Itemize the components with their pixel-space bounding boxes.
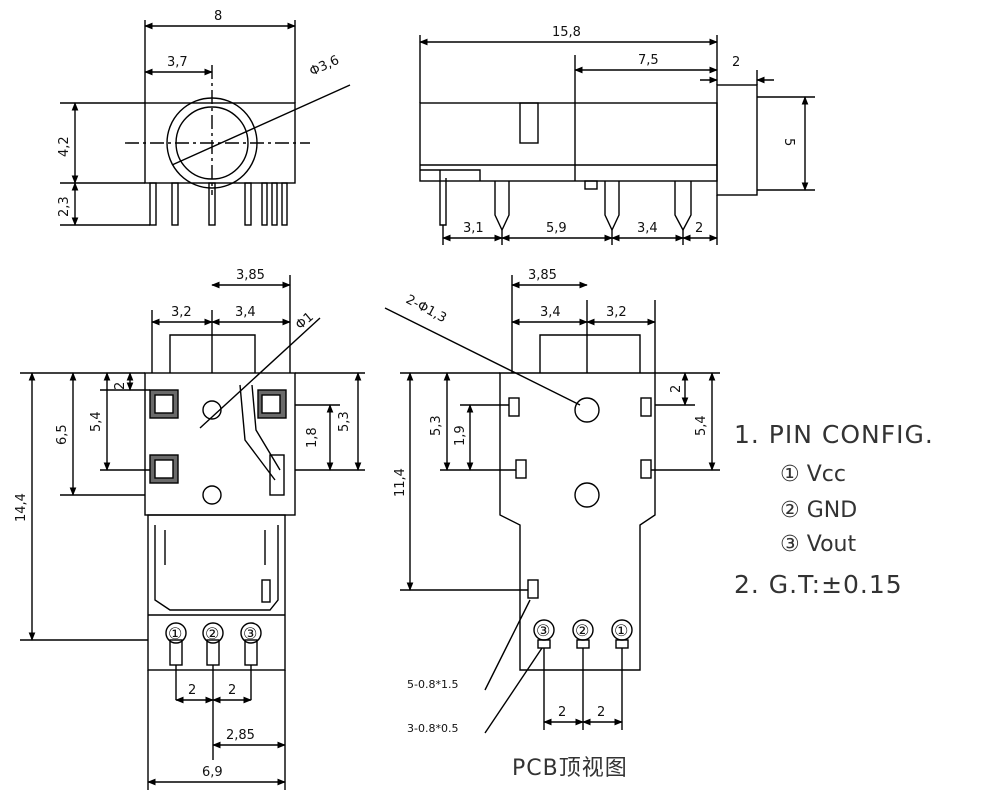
dim-br-long-pitch: 11,4	[393, 468, 408, 497]
dim-br-left-pitch: 5,3	[429, 415, 444, 436]
dim-flange-thickness: 2	[732, 55, 740, 70]
dim-bl-span-b: 3,4	[235, 305, 256, 320]
dim-br-bottom-pitch-1: 2	[558, 705, 566, 720]
pin-marker-left-2: ②	[205, 624, 219, 643]
dim-flange-height: 5	[781, 138, 796, 146]
pin-marker-right-1: ①	[614, 621, 628, 640]
dim-bl-bottom-width: 6,9	[202, 765, 223, 780]
dim-pin-pitch-1: 3,1	[463, 221, 484, 236]
dimension-labels: 8 3,7 Φ3,6 4,2 2,3 15,8 7,5 2 5 3,1 5,9 …	[14, 9, 796, 780]
pcb-top-view	[384, 275, 720, 734]
pin-name-vcc: Vcc	[806, 462, 846, 487]
note-pin-config-heading: 1. PIN CONFIG.	[734, 420, 934, 449]
dim-br-bottom-pitch-2: 2	[597, 705, 605, 720]
dim-body-height: 4,2	[57, 136, 72, 157]
dim-length-total: 15,8	[552, 25, 581, 40]
dim-pin-pitch-4: 2	[695, 221, 703, 236]
dim-pin-pitch-3: 3,4	[637, 221, 658, 236]
pin-symbol-1: ①	[780, 462, 800, 487]
dim-bl-pin-offset-v: 1,8	[305, 427, 320, 448]
dim-br-slot-spec-b: 3-0.8*0.5	[407, 722, 458, 735]
pin-marker-right-2: ②	[575, 621, 589, 640]
dim-br-right-pitch: 5,4	[694, 415, 709, 436]
dim-axis-offset: 3,7	[167, 55, 188, 70]
dim-br-span-a: 3,4	[540, 305, 561, 320]
dim-br-right-gap: 2	[669, 385, 684, 393]
dim-front-section: 7,5	[638, 53, 659, 68]
pin-config-vout: ③ Vout	[780, 532, 856, 557]
pin-symbol-2: ②	[780, 498, 800, 523]
dim-bl-bottom-offset: 2,85	[226, 728, 255, 743]
dim-bl-bottom-pitch-2: 2	[228, 683, 236, 698]
pin-name-vout: Vout	[806, 532, 857, 557]
dim-bore-diameter: Φ3,6	[307, 53, 341, 80]
dim-br-slot-spec-a: 5-0.8*1.5	[407, 678, 458, 691]
side-view	[419, 35, 815, 245]
dim-bl-total-length: 14,4	[14, 493, 29, 522]
dim-bl-small-hole: Φ1	[293, 310, 317, 333]
pin-marker-right-3: ③	[536, 621, 550, 640]
dim-br-left-gap: 1,9	[453, 425, 468, 446]
pin-marker-left-1: ①	[168, 624, 182, 643]
dim-bl-pad-gap: 2	[113, 382, 128, 390]
dim-bl-pad-pitch-v: 5,4	[89, 411, 104, 432]
bottom-view	[20, 275, 365, 790]
front-view	[60, 20, 351, 226]
dim-bl-pin-pitch-v2: 5,3	[337, 411, 352, 432]
pin-config-vcc: ① Vcc	[780, 462, 846, 487]
dim-width-total: 8	[214, 9, 222, 24]
dim-bl-hole-pitch-v: 6,5	[55, 424, 70, 445]
dim-br-span-b: 3,2	[606, 305, 627, 320]
dim-bl-hole-offset: 3,85	[236, 268, 265, 283]
pin-markers: ① ② ③ ③ ② ①	[168, 621, 628, 643]
pin-symbol-3: ③	[780, 532, 800, 557]
dim-bl-span-a: 3,2	[171, 305, 192, 320]
note-tolerance: 2. G.T:±0.15	[734, 570, 903, 599]
dim-br-hole-offset: 3,85	[528, 268, 557, 283]
pin-config-gnd: ② GND	[780, 498, 857, 523]
pin-marker-left-3: ③	[243, 624, 257, 643]
dim-bl-bottom-pitch-1: 2	[188, 683, 196, 698]
pcb-view-caption: PCB顶视图	[512, 756, 628, 781]
dim-pin-pitch-2: 5,9	[546, 221, 567, 236]
dim-pin-length: 2,3	[57, 196, 72, 217]
pin-name-gnd: GND	[806, 498, 858, 523]
